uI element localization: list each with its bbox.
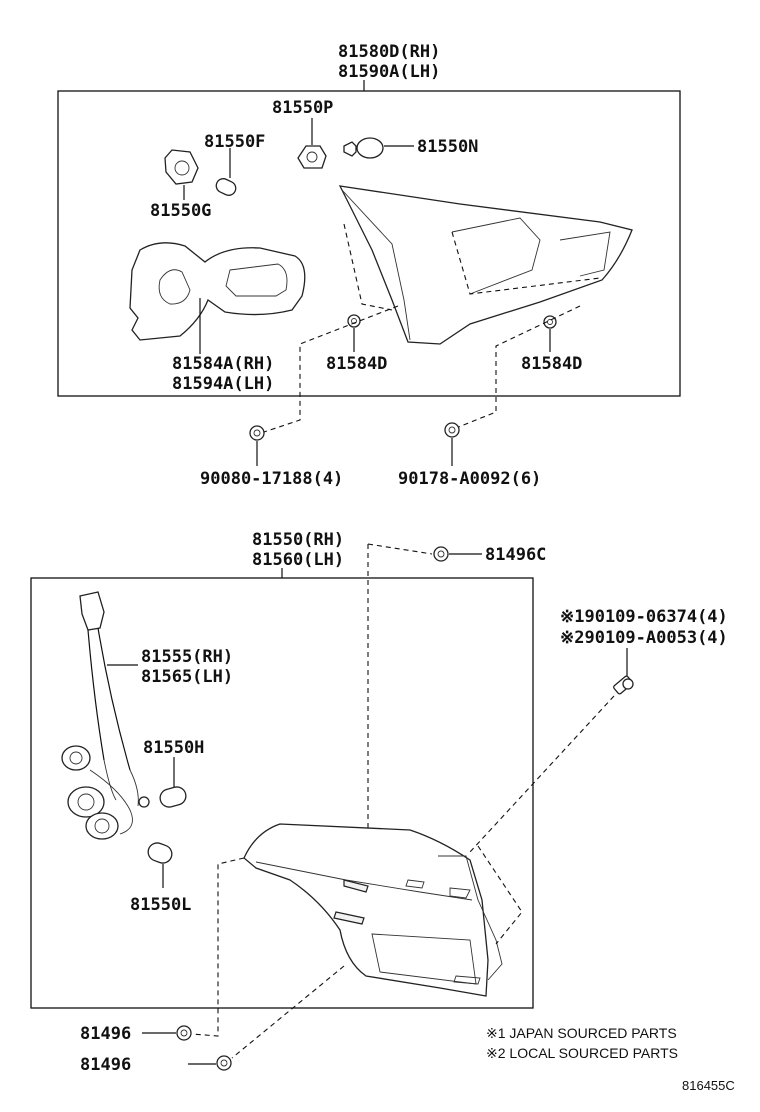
label-81550rh: 81550(RH): [252, 530, 344, 550]
label-81590a: 81590A(LH): [338, 62, 440, 82]
lamp-dash-outline: [343, 223, 393, 311]
label-90109-japan: ※190109-06374(4): [560, 607, 728, 627]
dash-81496-lower: [231, 965, 345, 1059]
wire-harness-81555: [79, 591, 139, 807]
dash-screw-to-lamp: [469, 695, 615, 853]
label-81550p: 81550P: [272, 98, 333, 118]
note-japan-sourced: ※1 JAPAN SOURCED PARTS: [486, 1025, 677, 1041]
bulb-81550h: [159, 786, 187, 808]
grommet-81496c: [433, 546, 449, 562]
label-81584d-right: 81584D: [521, 354, 582, 374]
dash-bolt-90178: [455, 305, 581, 429]
label-81550n: 81550N: [417, 137, 478, 157]
label-81496c: 81496C: [485, 545, 546, 565]
label-81555: 81555(RH): [141, 647, 233, 667]
lamp-body-lower: [243, 823, 503, 997]
lamp-lens-upper: [338, 185, 633, 345]
bolt-90080: [249, 425, 265, 441]
grommet-81496-lower: [216, 1055, 232, 1071]
bulb-81550n: [343, 137, 384, 159]
label-81550g: 81550G: [150, 201, 211, 221]
label-81584a: 81584A(RH): [172, 354, 274, 374]
note-local-sourced: ※2 LOCAL SOURCED PARTS: [486, 1045, 678, 1061]
diagram-ref-code: 816455C: [682, 1078, 735, 1093]
upper-assembly-frame: [57, 90, 681, 397]
label-81496-lower: 81496: [80, 1055, 131, 1075]
label-90178: 90178-A0092(6): [398, 469, 541, 489]
label-81550f: 81550F: [204, 132, 265, 152]
label-90109-local: ※290109-A0053(4): [560, 628, 728, 648]
gasket-81584a: [129, 242, 306, 341]
socket-81550p: [297, 145, 327, 169]
nut-81584d-left: [347, 314, 361, 328]
label-90080: 90080-17188(4): [200, 469, 343, 489]
label-81550l: 81550L: [130, 895, 191, 915]
socket-cluster: [61, 745, 150, 840]
dash-bolt-90080: [263, 305, 399, 433]
bulb-81550f: [215, 178, 237, 196]
grommet-81496-upper: [176, 1025, 192, 1041]
bulb-81550l: [147, 842, 173, 864]
label-81594a: 81594A(LH): [172, 374, 274, 394]
socket-81550g: [164, 149, 199, 185]
label-81565: 81565(LH): [141, 667, 233, 687]
screw-90109: [613, 675, 634, 695]
label-81580d: 81580D(RH): [338, 42, 440, 62]
label-81550h: 81550H: [143, 738, 204, 758]
dash-81496-upper: [191, 857, 245, 1037]
dash-81496c: [367, 543, 433, 555]
label-81560lh: 81560(LH): [252, 550, 344, 570]
label-81496-upper: 81496: [80, 1024, 131, 1044]
bolt-90178: [444, 422, 460, 438]
label-81584d-left: 81584D: [326, 354, 387, 374]
